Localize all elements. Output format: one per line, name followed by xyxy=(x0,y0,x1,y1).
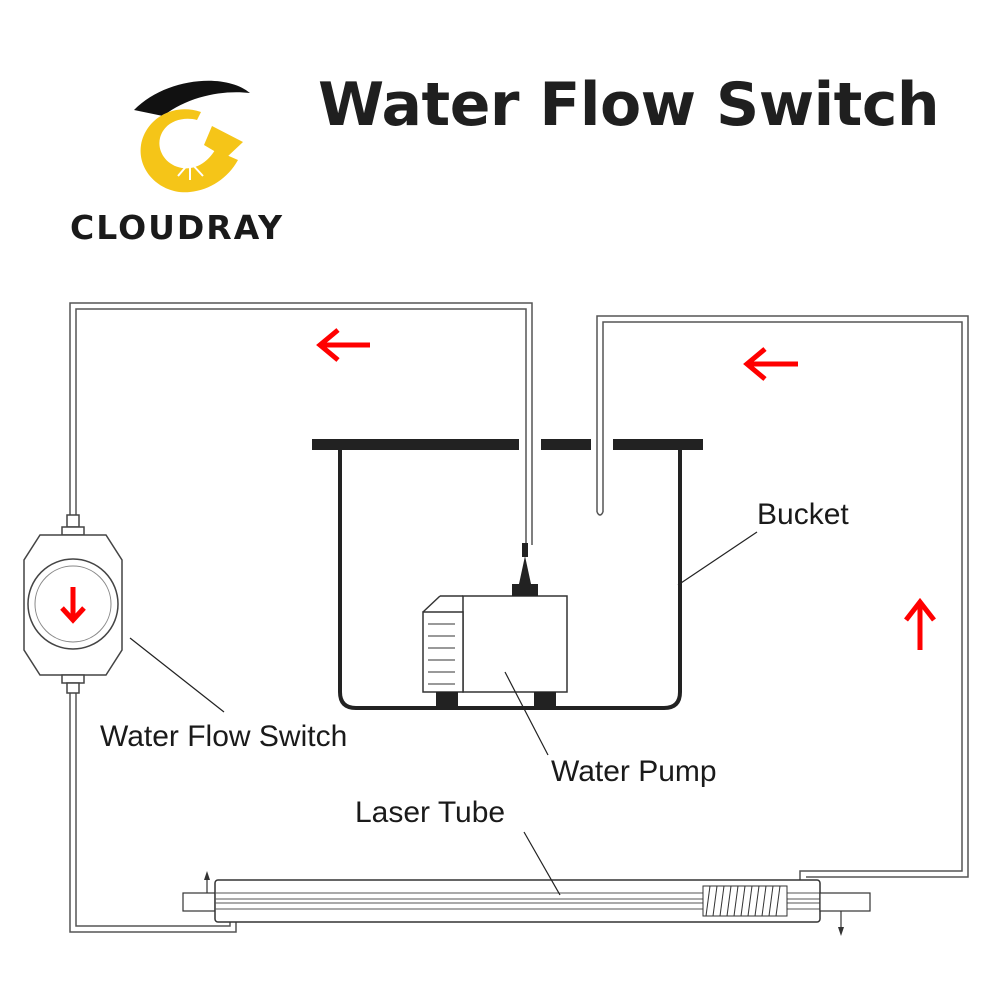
leader-lines xyxy=(129,531,758,896)
water-pump xyxy=(422,543,568,706)
label-bucket: Bucket xyxy=(757,498,849,531)
arrow-left-2 xyxy=(743,347,798,381)
page-title: Water Flow Switch xyxy=(318,70,940,140)
laser-tube xyxy=(182,871,871,936)
cloudray-logo-icon xyxy=(134,80,250,193)
label-water-flow-switch: Water Flow Switch xyxy=(100,720,348,753)
arrow-down-switch xyxy=(60,587,86,624)
pipe-right xyxy=(596,315,969,880)
arrow-up xyxy=(904,597,936,650)
bucket xyxy=(312,439,703,710)
arrow-left-1 xyxy=(316,328,370,362)
arrow-icon xyxy=(60,328,936,650)
pipe-top-left xyxy=(69,302,533,545)
brand-name: CLOUDRAY xyxy=(70,208,284,247)
label-laser-tube: Laser Tube xyxy=(355,796,506,829)
label-water-pump: Water Pump xyxy=(551,755,717,788)
